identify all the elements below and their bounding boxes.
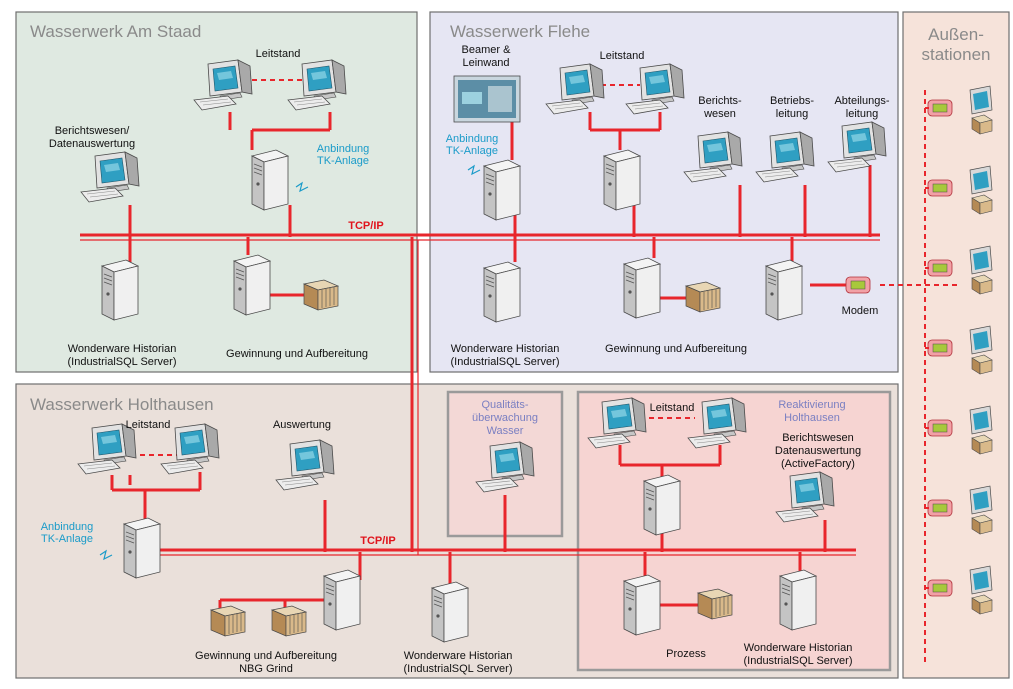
outstation-6-unit — [969, 485, 993, 535]
holthausen-plc-2 — [271, 605, 307, 637]
outstation-3-unit — [969, 245, 993, 295]
reactivation-historian-label-2: (IndustrialSQL Server) — [743, 655, 852, 667]
am-staad-leitstand-server — [251, 149, 289, 211]
holthausen-gewinnung-label-1: Gewinnung und Aufbereitung — [195, 650, 337, 662]
holthausen-gewinnung-label-2: NBG Grind — [239, 663, 293, 675]
flehe-title: Wasserwerk Flehe — [450, 22, 590, 41]
tcpip-label-bottom: TCP/IP — [360, 535, 395, 547]
reactivation-title-2: Holthausen — [784, 412, 840, 424]
flehe-tk-label-2: TK-Anlage — [446, 145, 498, 157]
holthausen-tk-label-2: TK-Anlage — [41, 533, 93, 545]
flehe-leitstand-label: Leitstand — [600, 50, 645, 62]
flehe-historian-label-2: (IndustrialSQL Server) — [450, 356, 559, 368]
am-staad-title: Wasserwerk Am Staad — [30, 22, 201, 41]
am-staad-plc — [303, 279, 339, 311]
am-staad-bericht-label-2: Datenauswertung — [49, 138, 135, 150]
quality-title-2: überwachung — [472, 412, 538, 424]
holthausen-leitstand-server — [123, 517, 161, 579]
am-staad-historian-server — [101, 259, 139, 321]
am-staad-historian-label-1: Wonderware Historian — [68, 343, 177, 355]
outstation-7-unit — [969, 565, 993, 615]
reactivation-prozess-label: Prozess — [666, 648, 706, 660]
quality-title-3: Wasser — [487, 425, 524, 437]
am-staad-gewinnung-server — [233, 254, 271, 316]
flehe-berichts-label-2: wesen — [703, 108, 736, 120]
flehe-beamer-screen — [453, 75, 521, 123]
flehe-plc — [685, 281, 721, 313]
tcpip-label-top: TCP/IP — [348, 220, 383, 232]
am-staad-historian-label-2: (IndustrialSQL Server) — [67, 356, 176, 368]
network-lines — [80, 112, 880, 610]
outstations-title-1: Außen- — [928, 25, 984, 44]
flehe-abteilungs-label-1: Abteilungs- — [834, 95, 889, 107]
reactivation-historian-server — [779, 569, 817, 631]
outstation-links — [925, 107, 930, 589]
outstation-4-modem-icon — [927, 339, 953, 357]
flehe-historian-label-1: Wonderware Historian — [451, 343, 560, 355]
flehe-tk-label-1: Anbindung — [446, 133, 499, 145]
am-staad-bericht-label-1: Berichtswesen/ — [55, 125, 131, 137]
am-staad-tk-label-1: Anbindung — [317, 143, 370, 155]
flehe-beamer-label-2: Leinwand — [462, 57, 509, 69]
reactivation-historian-label-1: Wonderware Historian — [744, 642, 853, 654]
reactivation-bericht-label-1: Berichtswesen — [782, 432, 854, 444]
outstation-1-unit — [969, 85, 993, 135]
outstations-title-2: stationen — [922, 45, 991, 64]
flehe-beamer-label-1: Beamer & — [462, 44, 512, 56]
holthausen-leitstand-label: Leitstand — [126, 419, 171, 431]
reactivation-leitstand-label: Leitstand — [650, 402, 695, 414]
am-staad-gewinnung-label: Gewinnung und Aufbereitung — [226, 348, 368, 360]
flehe-betriebs-label-1: Betriebs- — [770, 95, 814, 107]
outstation-5-unit — [969, 405, 993, 455]
am-staad-leitstand-label: Leitstand — [256, 48, 301, 60]
holthausen-auswertung-label: Auswertung — [273, 419, 331, 431]
reactivation-plc — [697, 588, 733, 620]
outstation-1-modem-icon — [927, 99, 953, 117]
flehe-gewinnung-server — [623, 257, 661, 319]
region-outstations — [902, 11, 1010, 679]
outstation-6-modem-icon — [927, 499, 953, 517]
flehe-leitstand-server — [483, 159, 521, 221]
flehe-leitstand-server2 — [603, 149, 641, 211]
reactivation-leitstand-server — [643, 474, 681, 536]
outstation-4-unit — [969, 325, 993, 375]
holthausen-plc-1 — [210, 605, 246, 637]
holthausen-historian-server — [431, 581, 469, 643]
outstation-7-modem-icon — [927, 579, 953, 597]
outstation-2-unit — [969, 165, 993, 215]
holthausen-historian-label-1: Wonderware Historian — [404, 650, 513, 662]
holthausen-title: Wasserwerk Holthausen — [30, 395, 214, 414]
flehe-berichts-label-1: Berichts- — [698, 95, 742, 107]
flehe-gewinnung-label: Gewinnung und Aufbereitung — [605, 343, 747, 355]
am-staad-tk-label-2: TK-Anlage — [317, 155, 369, 167]
flehe-abteilungs-label-2: leitung — [846, 108, 878, 120]
outstation-5-modem-icon — [927, 419, 953, 437]
reactivation-title-1: Reaktivierung — [778, 399, 845, 411]
outstation-3-modem-icon — [927, 259, 953, 277]
reactivation-prozess-server — [623, 574, 661, 636]
holthausen-gewinnung-server — [323, 569, 361, 631]
reactivation-bericht-label-3: (ActiveFactory) — [781, 458, 855, 470]
dashed-links — [140, 79, 960, 665]
holthausen-tk-label-1: Anbindung — [41, 521, 94, 533]
reactivation-bericht-label-2: Datenauswertung — [775, 445, 861, 457]
outstation-2-modem-icon — [927, 179, 953, 197]
holthausen-historian-label-2: (IndustrialSQL Server) — [403, 663, 512, 675]
flehe-historian-server — [483, 261, 521, 323]
quality-title-1: Qualitäts- — [481, 399, 528, 411]
flehe-modem-label: Modem — [842, 305, 879, 317]
flehe-modem-icon — [845, 276, 871, 294]
flehe-modem-server — [765, 259, 803, 321]
flehe-betriebs-label-2: leitung — [776, 108, 808, 120]
